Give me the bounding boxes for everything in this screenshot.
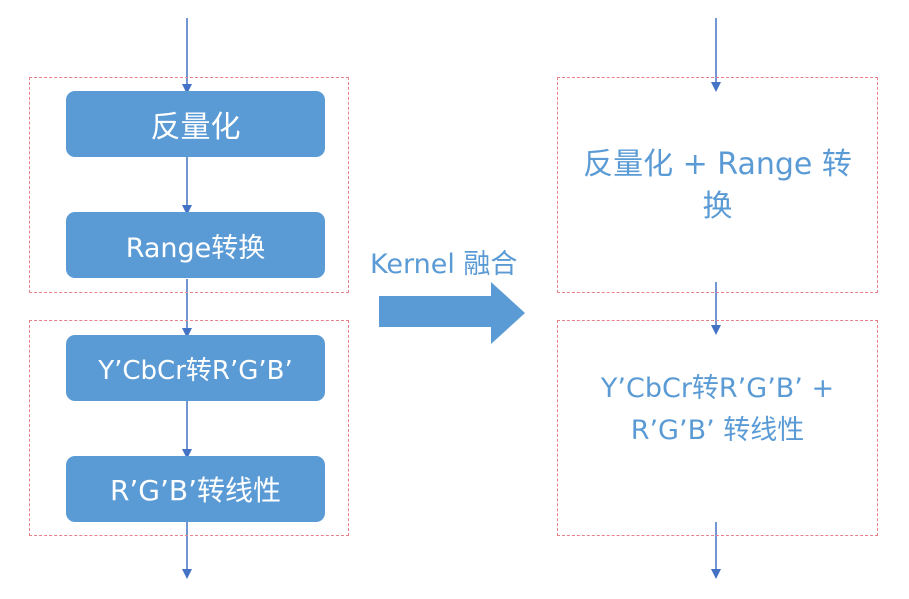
fused-step-color-linear: Y’CbCr转R’G’B’ + R’G’B’ 转线性 — [565, 366, 870, 454]
left-group-bottom — [29, 320, 349, 536]
fused-step-line: 反量化 + Range 转 — [583, 147, 852, 182]
right-group-bottom — [557, 320, 878, 536]
step-label: 反量化 — [150, 110, 241, 145]
fused-step-line: Y’CbCr转R’G’B’ + — [600, 373, 835, 404]
kernel-fusion-label: Kernel 融合 — [370, 249, 518, 280]
step-dequantize: 反量化 — [66, 91, 325, 157]
step-ycbcr-to-rgb: Y’CbCr转R’G’B’ — [66, 335, 325, 401]
step-label: Range转换 — [125, 232, 266, 264]
step-range-convert: Range转换 — [66, 212, 325, 278]
left-group-top — [29, 77, 349, 293]
step-rgb-to-linear: R’G’B’转线性 — [66, 456, 325, 522]
fused-step-line: 换 — [702, 189, 733, 224]
fused-step-line: R’G’B’ 转线性 — [630, 415, 805, 446]
step-label: Y’CbCr转R’G’B’ — [98, 355, 293, 386]
kernel-fusion-arrow — [379, 282, 525, 344]
right-group-top — [557, 77, 878, 293]
step-label: R’G’B’转线性 — [109, 474, 282, 507]
fused-step-dequantize-range: 反量化 + Range 转 换 — [565, 142, 870, 230]
